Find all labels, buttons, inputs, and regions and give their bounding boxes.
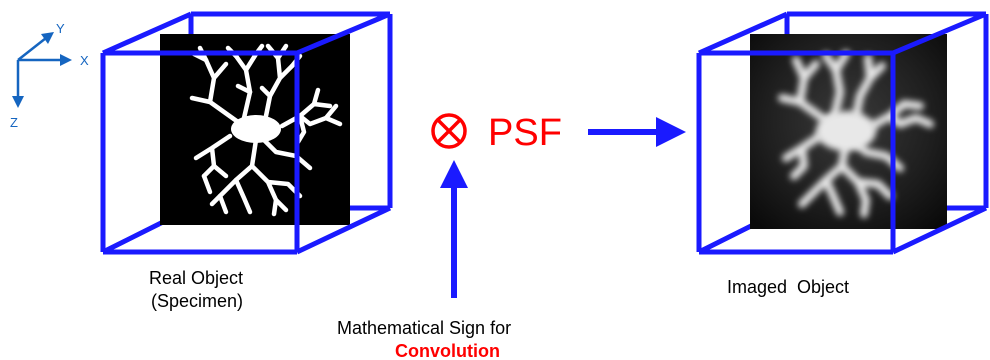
z-axis-arrowhead — [12, 96, 24, 108]
convolution-label: Convolution — [395, 341, 500, 360]
up-arrow — [440, 160, 468, 298]
real-object-label: Real Object — [149, 268, 243, 288]
up-arrow-head — [440, 160, 468, 188]
real-object-cube — [103, 14, 390, 252]
y-axis-arrowhead — [41, 32, 54, 44]
math-sign-label: Mathematical Sign for — [337, 318, 511, 338]
x-axis-label: X — [80, 53, 89, 68]
z-axis-label: Z — [10, 115, 18, 130]
psf-label: PSF — [488, 112, 562, 154]
convolution-symbol — [433, 115, 465, 147]
specimen-label: (Specimen) — [151, 291, 243, 311]
blurred-soma — [816, 111, 876, 151]
imaged-object-label: Imaged Object — [727, 277, 849, 297]
y-axis-line — [18, 38, 46, 60]
y-axis-label: Y — [56, 21, 65, 36]
imaged-object-cube — [699, 14, 986, 252]
x-axis-arrowhead — [60, 54, 72, 66]
right-arrow-head — [656, 117, 686, 147]
right-arrow — [588, 117, 686, 147]
neuron-soma — [231, 115, 281, 143]
axes-indicator — [12, 32, 72, 108]
